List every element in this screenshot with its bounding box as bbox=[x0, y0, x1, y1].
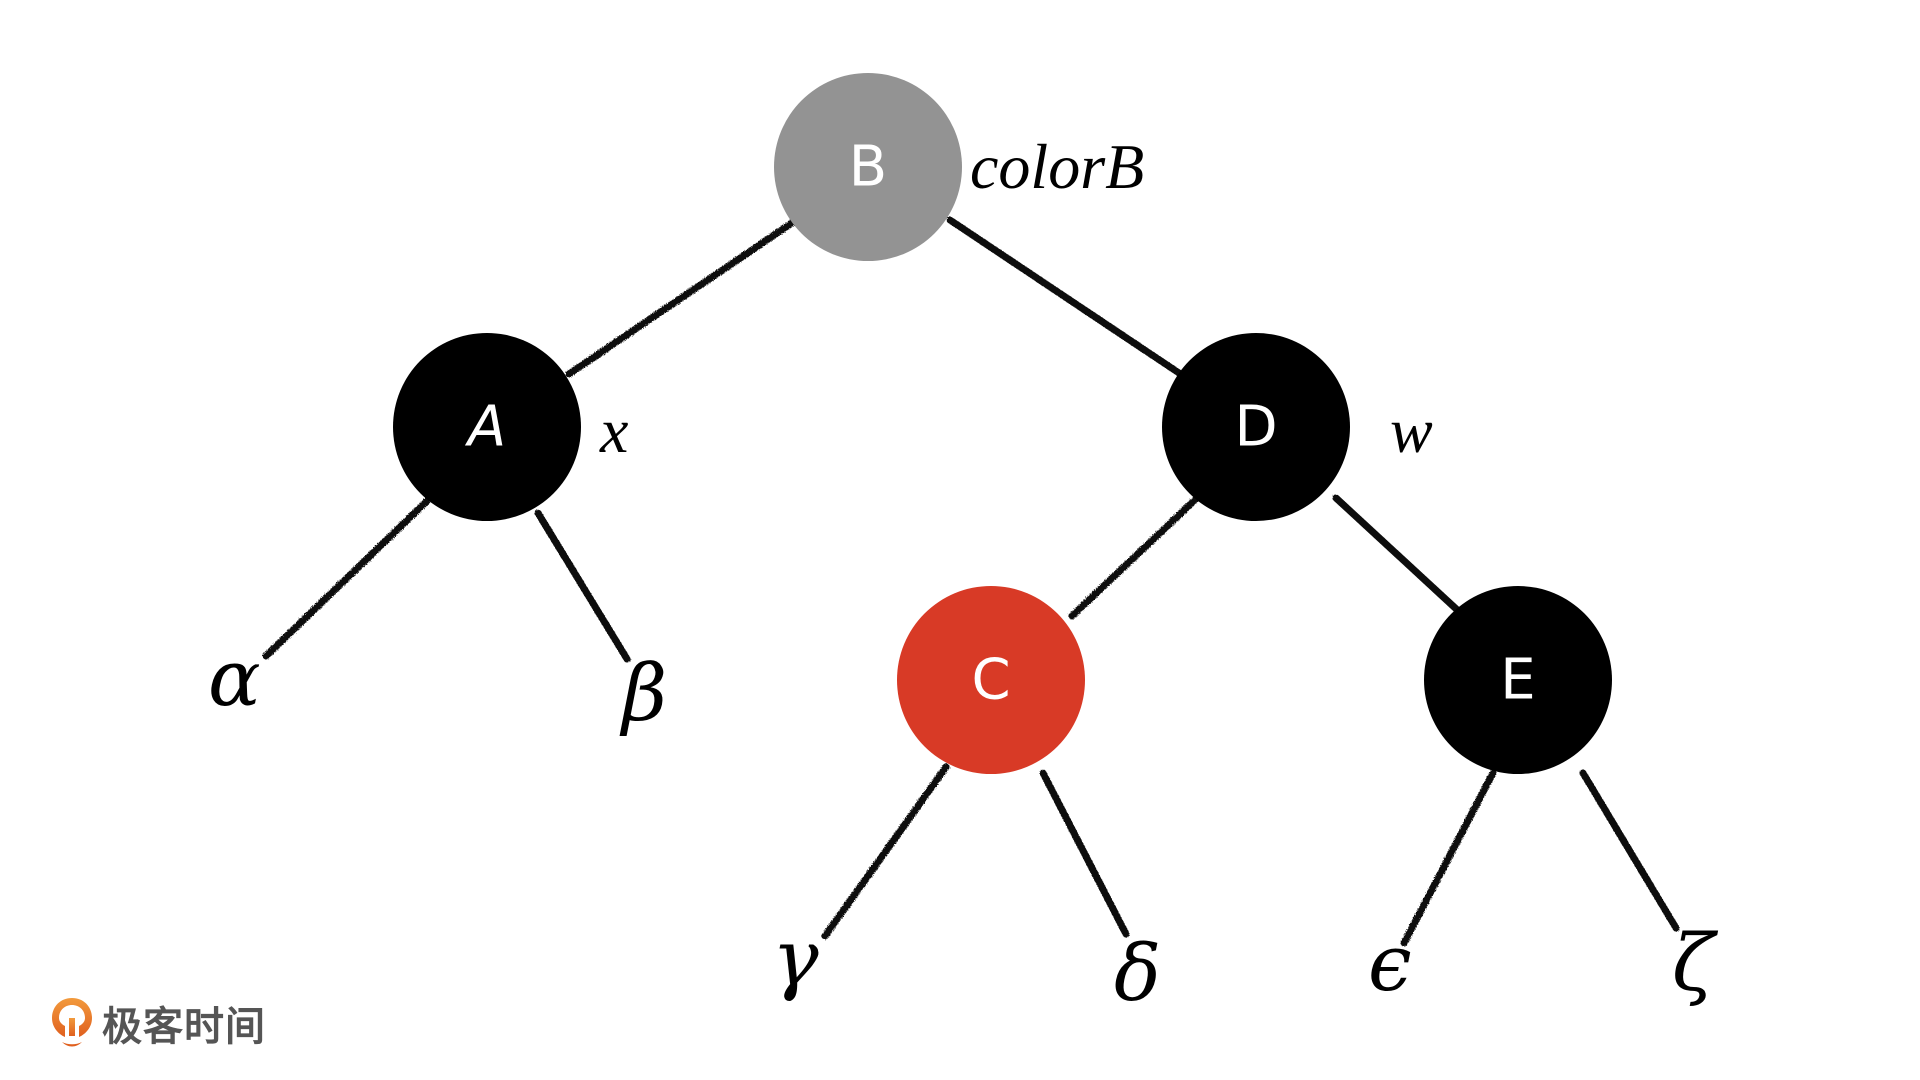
subtree-beta: β bbox=[619, 649, 667, 739]
edge-B-D bbox=[946, 216, 1189, 381]
edges bbox=[262, 216, 1680, 947]
node-annotation: w bbox=[1390, 395, 1433, 466]
subtree-delta: δ bbox=[1114, 929, 1161, 1019]
edge-A-beta bbox=[534, 509, 631, 663]
node-circle bbox=[393, 333, 581, 521]
node-label: B bbox=[849, 135, 887, 200]
tree-node-D: D w bbox=[1162, 333, 1433, 521]
tree-node-B: B colorB bbox=[774, 73, 1144, 261]
edge-E-epsilon bbox=[1400, 769, 1497, 947]
node-circle bbox=[897, 586, 1085, 774]
geektime-logo: 极客时间 bbox=[50, 994, 266, 1052]
node-label: A bbox=[465, 395, 506, 460]
edge-D-C bbox=[1068, 494, 1201, 620]
subtree-zeta: ζ bbox=[1672, 919, 1719, 1009]
geektime-logo-text: 极客时间 bbox=[102, 1004, 266, 1050]
tree-node-A: A x bbox=[393, 333, 628, 521]
node-circle bbox=[1424, 586, 1612, 774]
subtree-gamma: γ bbox=[772, 914, 819, 1004]
edge-E-zeta bbox=[1579, 769, 1680, 932]
node-circle bbox=[774, 73, 962, 261]
node-label: C bbox=[971, 648, 1010, 713]
node-circle bbox=[1162, 333, 1350, 521]
tree-node-C: C bbox=[897, 586, 1085, 774]
subtree-alpha: α bbox=[208, 634, 261, 724]
subtree-epsilon: ϵ bbox=[1368, 919, 1412, 1009]
edge-D-E bbox=[1332, 494, 1470, 622]
node-annotation: colorB bbox=[970, 131, 1144, 202]
node-label: E bbox=[1500, 648, 1535, 713]
edge-A-alpha bbox=[262, 497, 431, 660]
edge-B-A bbox=[565, 219, 796, 378]
node-annotation: x bbox=[599, 395, 628, 466]
edge-C-delta bbox=[1039, 769, 1130, 938]
edge-C-gamma bbox=[821, 763, 950, 940]
tree-node-E: E bbox=[1424, 586, 1612, 774]
geektime-logo-icon bbox=[52, 998, 92, 1047]
node-label: D bbox=[1234, 395, 1277, 460]
